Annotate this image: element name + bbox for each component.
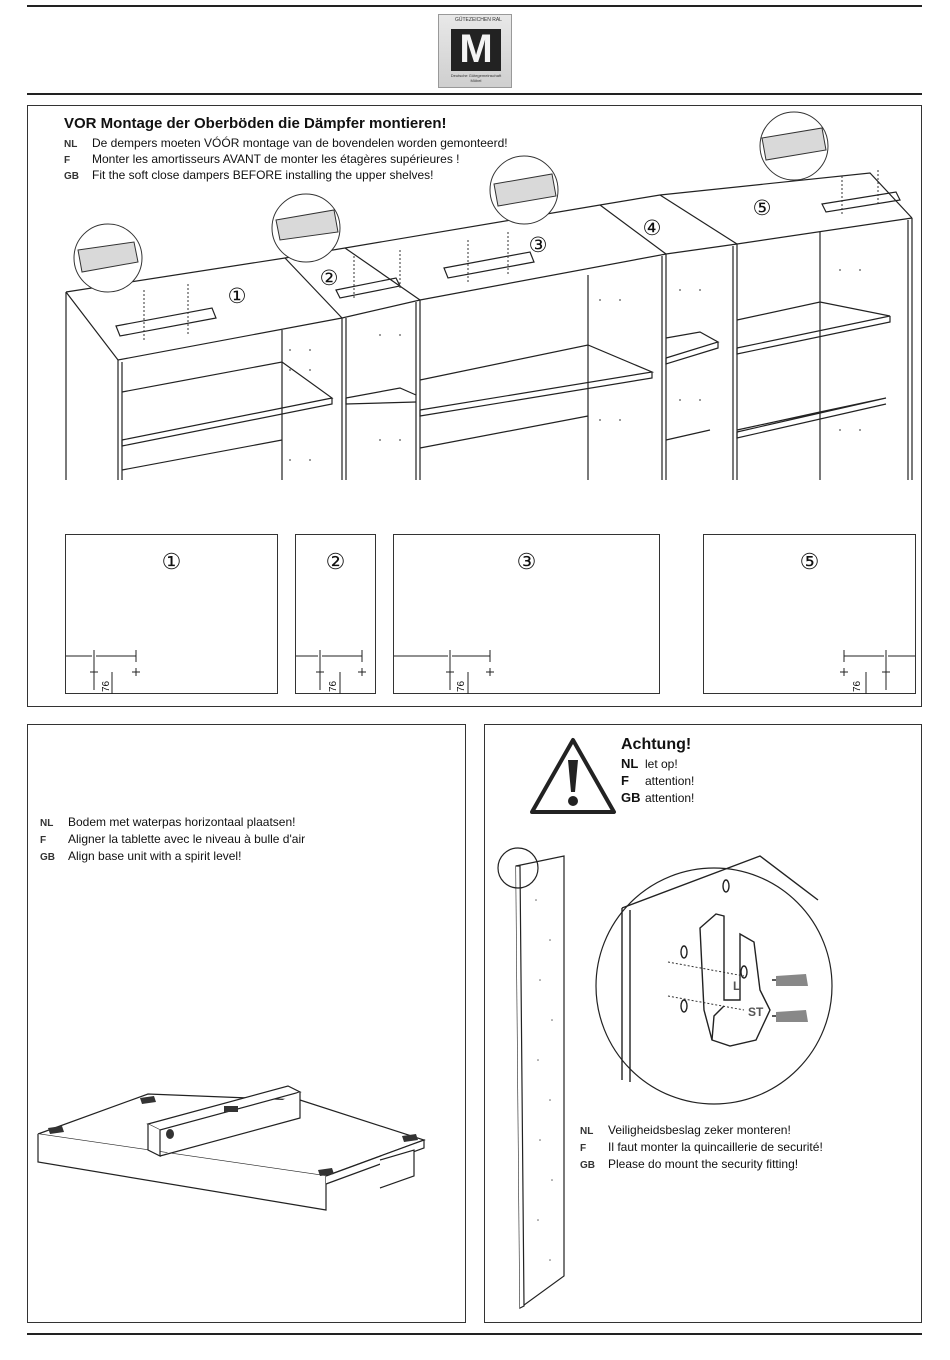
lang-text: attention!: [645, 774, 695, 788]
level-line-gb: GB Align base unit with a spirit level!: [40, 849, 241, 863]
detail-box-3: ③: [393, 534, 660, 694]
lang-text: De dempers moeten VÓÓR montage van de bo…: [92, 136, 508, 150]
dampers-line-f: F Monter les amortisseurs AVANT de monter…: [64, 152, 460, 166]
fitting-label-st: ST: [748, 1005, 764, 1019]
lang-code: F: [40, 835, 47, 846]
warning-triangle-icon: [530, 738, 616, 814]
lang-text: Aligner la tablette avec le niveau à bul…: [68, 832, 306, 846]
warning-line-nl: NL let op!: [621, 756, 678, 771]
logo-letter: M: [459, 27, 493, 71]
lang-code: GB: [64, 171, 79, 182]
detail-number: ③: [516, 549, 537, 574]
logo-mark: [451, 29, 501, 71]
lang-text: Il faut monter la quincaillerie de secur…: [608, 1140, 823, 1154]
lang-code: F: [621, 773, 629, 788]
lang-code: NL: [580, 1126, 594, 1137]
lang-text: Veiligheidsbeslag zeker monteren!: [608, 1123, 791, 1137]
detail-box-5: ⑤: [703, 534, 916, 694]
lang-code: GB: [621, 790, 641, 805]
detail-box-2: ②: [295, 534, 376, 694]
warning-title: Achtung!: [621, 736, 692, 753]
level-line-f: F Aligner la tablette avec le niveau à bu…: [40, 832, 305, 846]
lang-text: Fit the soft close dampers BEFORE instal…: [92, 168, 434, 182]
detail-box-1: ①: [65, 534, 278, 694]
callout-5: ⑤: [753, 197, 772, 220]
security-line-gb: GB Please do mount the security fitting!: [580, 1157, 798, 1171]
level-panel: [27, 724, 466, 1323]
detail-number: ②: [325, 549, 346, 574]
callout-2: ②: [320, 267, 339, 290]
lang-code: GB: [40, 852, 55, 863]
security-line-nl: NL Veiligheidsbeslag zeker monteren!: [580, 1123, 791, 1137]
lang-code: F: [64, 155, 71, 166]
lang-text: Monter les amortisseurs AVANT de monter …: [92, 152, 460, 166]
dampers-panel: [27, 105, 922, 707]
lang-code: NL: [64, 139, 78, 150]
lang-text: Please do mount the security fitting!: [608, 1157, 799, 1171]
fitting-label-l: L: [733, 979, 740, 993]
top-rule: [27, 5, 922, 7]
logo-top-text: GÜTEZEICHEN RAL: [455, 17, 502, 23]
level-line-nl: NL Bodem met waterpas horizontaal plaatse…: [40, 815, 295, 829]
security-panel: [484, 724, 922, 1323]
callout-1: ①: [228, 285, 247, 308]
header-rule: [27, 93, 922, 95]
security-line-f: F Il faut monter la quincaillerie de secu…: [580, 1140, 823, 1154]
lang-code: F: [580, 1143, 587, 1154]
dampers-title: VOR Montage der Oberböden die Dämpfer mo…: [64, 115, 447, 132]
lang-code: GB: [580, 1160, 595, 1171]
callout-4: ④: [643, 217, 662, 240]
lang-code: NL: [40, 818, 54, 829]
lang-text: attention!: [645, 791, 695, 805]
quality-seal-logo: GÜTEZEICHEN RAL M Deutsche Gütegemeinsch…: [438, 14, 512, 88]
detail-number: ①: [161, 549, 182, 574]
lang-text: Align base unit with a spirit level!: [68, 849, 242, 863]
dampers-line-nl: NL De dempers moeten VÓÓR montage van de …: [64, 136, 508, 150]
lang-text: let op!: [645, 757, 678, 771]
footer-rule: [27, 1333, 922, 1335]
lang-code: NL: [621, 756, 639, 771]
detail-number: ⑤: [799, 549, 820, 574]
callout-3: ③: [529, 234, 548, 257]
logo-bottom-text: Deutsche Gütegemeinschaft Möbel: [450, 73, 502, 83]
warning-line-gb: GB attention!: [621, 790, 694, 805]
lang-text: Bodem met waterpas horizontaal plaatsen!: [68, 815, 296, 829]
dampers-line-gb: GB Fit the soft close dampers BEFORE inst…: [64, 168, 434, 182]
